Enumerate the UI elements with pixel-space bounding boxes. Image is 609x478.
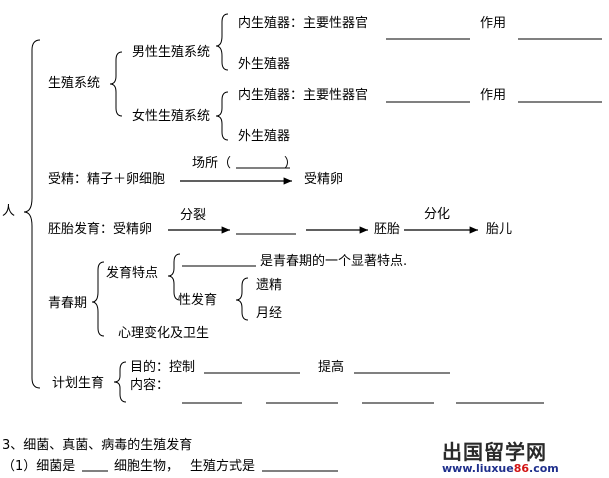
brace-male (215, 13, 229, 71)
embryo-stage-label: 胚胎 (374, 222, 401, 237)
watermark-logo: 出国留学网 www.liuxue86.com (440, 436, 605, 476)
fertilization-place-label: 场所（ (192, 156, 232, 171)
fertilization-result: 受精卵 (304, 172, 344, 187)
differentiation-label: 分化 (424, 207, 451, 222)
reproduction-system-label: 生殖系统 (48, 76, 101, 91)
bacteria-q1-part1: （1）细菌是 (2, 459, 76, 474)
brace-puberty (91, 261, 105, 337)
root-label: 人 (2, 204, 16, 219)
content-label: 内容： (130, 378, 170, 393)
fetus-label: 胎儿 (486, 222, 513, 237)
emission-label: 遗精 (256, 278, 283, 293)
section3-heading: 3、细菌、真菌、病毒的生殖发育 (2, 438, 193, 453)
main-brace (23, 39, 41, 389)
female-internal-label: 内生殖器：主要性器官 (238, 88, 369, 103)
improve-label: 提高 (318, 360, 345, 375)
watermark-url: www.liuxue86.com (442, 462, 559, 475)
embryo-label: 胚胎发育：受精卵 (48, 222, 153, 237)
bacteria-q1-part2: 细胞生物， (114, 459, 180, 474)
family-planning-label: 计划生育 (52, 376, 105, 391)
sexual-development-label: 性发育 (178, 293, 218, 308)
brace-planning (113, 361, 127, 403)
brace-sexual (235, 277, 249, 321)
brace-female (215, 91, 229, 141)
bacteria-q1-part3: 生殖方式是 (190, 459, 256, 474)
purpose-label: 目的：控制 (130, 360, 196, 375)
psychology-label: 心理变化及卫生 (118, 326, 210, 341)
watermark-title: 出国留学网 (442, 440, 547, 464)
menstruation-label: 月经 (256, 306, 283, 321)
brace-features (167, 253, 181, 301)
fertilization-label: 受精：精子＋卵细胞 (48, 172, 166, 187)
features-label: 发育特点 (106, 266, 159, 281)
female-system-label: 女性生殖系统 (132, 109, 211, 124)
male-system-label: 男性生殖系统 (132, 45, 211, 60)
male-function-label: 作用 (480, 16, 507, 31)
brace-reproduction (109, 51, 123, 117)
female-function-label: 作用 (480, 88, 507, 103)
fertilization-place-close: ） (284, 156, 298, 171)
male-internal-label: 内生殖器：主要性器官 (238, 16, 369, 31)
division-label: 分裂 (180, 208, 207, 223)
male-external-label: 外生殖器 (238, 57, 291, 72)
feature-note: 是青春期的一个显著特点. (260, 254, 408, 269)
female-external-label: 外生殖器 (238, 129, 291, 144)
puberty-label: 青春期 (48, 296, 88, 311)
